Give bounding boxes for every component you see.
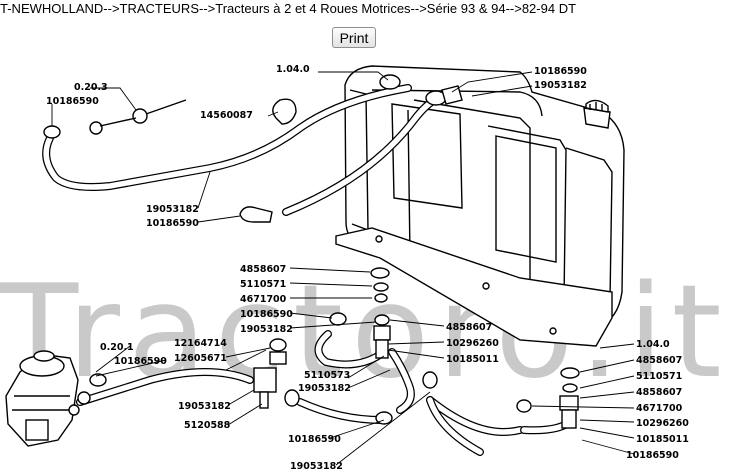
label-19053182-left: 19053182	[178, 401, 231, 412]
label-10185011-a: 10185011	[446, 354, 499, 365]
label-19053182-bottom: 19053182	[290, 461, 343, 472]
label-5110573: 5110573	[304, 370, 350, 381]
label-5110571-a: 5110571	[240, 279, 286, 290]
label-19053182-mid-left: 19053182	[146, 204, 199, 215]
fuel-pump	[5, 350, 80, 447]
part-labels: 1.04.0 10186590 19053182 0.20.3 10186590…	[46, 64, 689, 472]
label-19053182-b: 19053182	[298, 383, 351, 394]
parts-diagram: 1.04.0 10186590 19053182 0.20.3 10186590…	[5, 64, 689, 472]
label-10186590-bottom: 10186590	[288, 434, 341, 445]
label-5120588: 5120588	[184, 420, 231, 431]
print-button[interactable]: Print	[332, 27, 376, 48]
label-10185011-right: 10185011	[636, 434, 689, 445]
label-19053182-center: 19053182	[240, 324, 293, 335]
label-10186590-top-left: 10186590	[46, 96, 99, 107]
label-0.20.3: 0.20.3	[74, 82, 108, 93]
label-4858607-right-1: 4858607	[636, 355, 682, 366]
label-10186590-top-right: 10186590	[534, 66, 587, 77]
label-19053182-top-right: 19053182	[534, 80, 587, 91]
label-4671700-a: 4671700	[240, 294, 287, 305]
label-4858607-a: 4858607	[240, 264, 286, 275]
breadcrumb[interactable]: T-NEWHOLLAND-->TRACTEURS-->Tracteurs à 2…	[0, 1, 577, 16]
clamps-and-fittings	[43, 74, 580, 429]
label-10296260-right: 10296260	[636, 418, 689, 429]
label-10296260-a: 10296260	[446, 338, 499, 349]
label-12164714: 12164714	[174, 338, 227, 349]
label-10186590-center: 10186590	[240, 309, 293, 320]
label-4671700-right: 4671700	[636, 403, 683, 414]
fuel-tank	[335, 65, 625, 347]
label-10186590-right: 10186590	[626, 450, 679, 461]
label-4858607-b: 4858607	[446, 322, 492, 333]
label-14560087: 14560087	[200, 110, 253, 121]
label-10186590-left: 10186590	[114, 356, 167, 367]
label-1.04.0-top: 1.04.0	[276, 64, 310, 75]
label-1.04.0-right: 1.04.0	[636, 339, 670, 350]
fuel-hoses	[42, 84, 576, 456]
label-4858607-right-2: 4858607	[636, 387, 682, 398]
label-10186590-mid-left: 10186590	[146, 218, 199, 229]
label-12605671: 12605671	[174, 353, 227, 364]
label-0.20.1: 0.20.1	[100, 342, 134, 353]
leader-lines	[51, 71, 635, 466]
label-5110571-right: 5110571	[636, 371, 682, 382]
